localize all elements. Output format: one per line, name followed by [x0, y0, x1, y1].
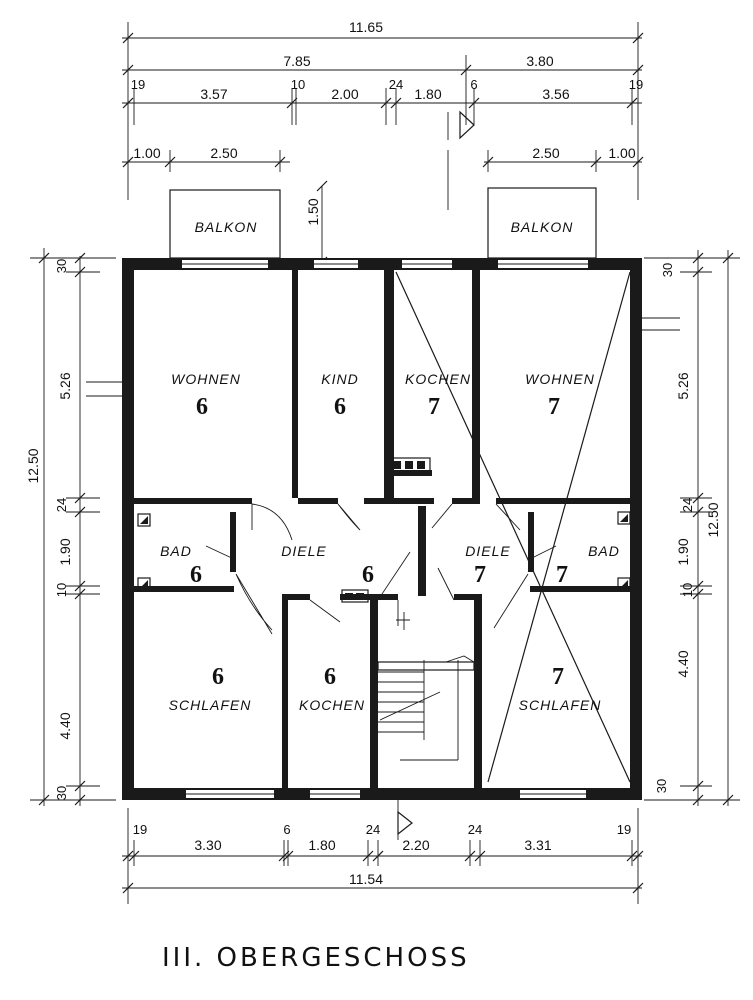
dim-label: 10	[291, 77, 305, 92]
dim-label: 6	[470, 77, 477, 92]
dim-top-total: 11.65	[349, 19, 383, 35]
door-swings	[205, 503, 557, 635]
dim-label: 1.80	[308, 837, 335, 853]
dim-label: 1.00	[133, 145, 160, 161]
dim-balcony-depth: 1.50	[305, 198, 321, 225]
crossed-out-area	[395, 271, 631, 783]
room-number: 7	[428, 394, 440, 420]
dim-label: 1.90	[675, 538, 691, 565]
dim-label: 3.57	[200, 86, 227, 102]
dim-top-row: 19 3.57 10 2.00 24 1.80 6 3.56 19	[131, 77, 643, 102]
room-label-balkon-right: BALKON	[511, 219, 574, 235]
dim-label: 19	[617, 822, 631, 837]
dim-label: 19	[131, 77, 145, 92]
interior-walls	[134, 270, 630, 788]
dim-bottom-total: 11.54	[349, 871, 383, 887]
dim-label: 3.30	[194, 837, 221, 853]
room-number: 7	[552, 664, 564, 690]
dim-balcony: 1.00 2.50 2.50 1.00 1.50	[133, 145, 635, 226]
dim-label: 1.00	[608, 145, 635, 161]
room-label-kochen-7: KOCHEN	[405, 371, 471, 387]
outer-walls	[122, 258, 642, 800]
room-number: 7	[556, 562, 568, 588]
room-number: 6	[212, 664, 224, 690]
room-number: 7	[474, 562, 486, 588]
fixtures	[137, 457, 631, 603]
room-labels: BALKON BALKON WOHNEN 6 KIND 6 KOCHEN 7 W…	[160, 219, 620, 713]
dim-top-left: 7.85	[283, 53, 310, 69]
dim-label: 10	[680, 583, 695, 597]
room-label-kind-6: KIND	[321, 371, 358, 387]
room-number: 6	[196, 394, 208, 420]
dim-label: 2.50	[210, 145, 237, 161]
room-label-diele-6: DIELE	[281, 543, 326, 559]
dim-left-total: 12.50	[25, 448, 41, 483]
dim-label: 2.00	[331, 86, 358, 102]
room-label-kochen-6: KOCHEN	[299, 697, 365, 713]
dim-label: 2.20	[402, 837, 429, 853]
dim-label: 5.26	[57, 372, 73, 399]
room-label-schlafen-7: SCHLAFEN	[519, 697, 602, 713]
bottom-dimensions	[122, 800, 644, 904]
dim-label: 24	[680, 498, 695, 512]
dim-label: 30	[660, 263, 675, 277]
dim-label: 3.31	[524, 837, 551, 853]
dim-top-right: 3.80	[526, 53, 553, 69]
dim-label: 1.90	[57, 538, 73, 565]
staircase	[377, 612, 475, 761]
room-number: 6	[362, 562, 374, 588]
dim-label: 30	[54, 786, 69, 800]
room-number: 7	[548, 394, 560, 420]
room-label-wohnen-7: WOHNEN	[525, 371, 595, 387]
dim-right-total: 12.50	[705, 502, 721, 537]
dim-label: 10	[54, 583, 69, 597]
dim-label: 30	[654, 779, 669, 793]
left-dimensions	[30, 248, 122, 806]
dim-label: 3.56	[542, 86, 569, 102]
dim-label: 24	[54, 498, 69, 512]
dim-label: 30	[54, 259, 69, 273]
dim-label: 19	[133, 822, 147, 837]
dim-label: 5.26	[675, 372, 691, 399]
dim-label: 2.50	[532, 145, 559, 161]
room-label-bad-6: BAD	[160, 543, 192, 559]
dim-label: 24	[468, 822, 482, 837]
dim-label: 24	[366, 822, 380, 837]
plan-title: III. OBERGESCHOSS	[162, 943, 470, 973]
dim-label: 19	[629, 77, 643, 92]
room-label-schlafen-6: SCHLAFEN	[169, 697, 252, 713]
dim-bottom-row: 19 3.30 6 1.80 24 2.20 24 3.31 19 11.54	[133, 822, 631, 887]
dim-label: 4.40	[675, 650, 691, 677]
dim-label: 6	[283, 822, 290, 837]
room-label-balkon-left: BALKON	[195, 219, 258, 235]
room-label-bad-7: BAD	[588, 543, 620, 559]
room-label-wohnen-6: WOHNEN	[171, 371, 241, 387]
dim-right-side: 30 5.26 24 1.90 10 4.40 30 12.50	[654, 263, 721, 793]
room-number: 6	[324, 664, 336, 690]
dim-left-side: 30 5.26 24 1.90 10 4.40 30 12.50	[25, 259, 73, 800]
room-number: 6	[334, 394, 346, 420]
dim-label: 1.80	[414, 86, 441, 102]
dim-label: 24	[389, 77, 403, 92]
right-dimensions	[636, 250, 740, 806]
dim-label: 4.40	[57, 712, 73, 739]
room-number: 6	[190, 562, 202, 588]
room-label-diele-7: DIELE	[465, 543, 510, 559]
